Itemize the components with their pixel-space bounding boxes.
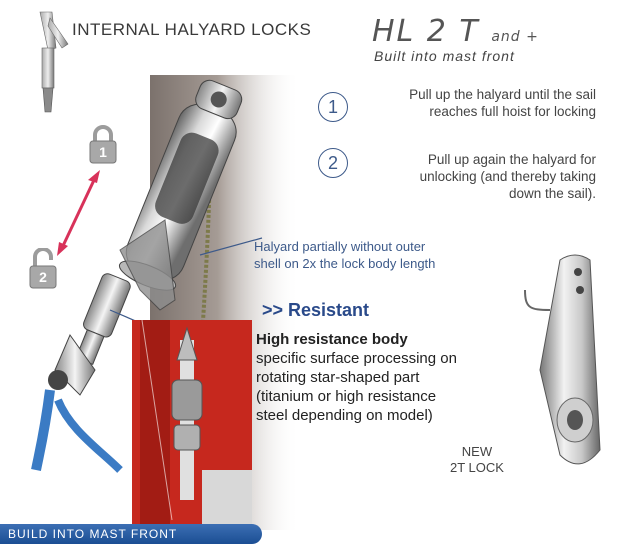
padlock-locked-icon: 1 — [88, 124, 118, 164]
lock-unlock-arrow — [57, 170, 100, 256]
padlock-label-2: 2 — [39, 269, 47, 285]
step-2-text: Pull up again the halyard for unlocking … — [420, 151, 596, 202]
footer-banner: BUILD INTO MAST FRONT — [0, 524, 262, 544]
product-subtitle: Built into mast front — [374, 48, 515, 64]
product-logo: HL 2 T and + Built into mast front — [372, 14, 612, 74]
resistant-line-1: specific surface processing on — [256, 350, 457, 367]
new-lock-line-1: NEW — [461, 444, 493, 459]
logo-suffix: and + — [491, 29, 539, 45]
step-2-line-3: down the sail). — [508, 186, 596, 201]
inset-photo — [132, 320, 252, 525]
new-2t-lock-illustration — [524, 254, 601, 465]
step-2-line-2: unlocking (and thereby taking — [419, 169, 596, 184]
new-lock-caption: NEW 2T LOCK — [450, 444, 504, 476]
resistant-line-2: rotating star-shaped part — [256, 369, 420, 386]
page-title: INTERNAL HALYARD LOCKS — [72, 20, 312, 39]
resistant-description: High resistance body specific surface pr… — [256, 330, 496, 425]
halyard-lock-tool-illustration — [39, 11, 69, 113]
halyard-note-line-2: shell on 2x the lock body length — [254, 256, 436, 271]
resistant-title: >> Resistant — [262, 300, 370, 320]
logo-main: HL 2 T — [372, 14, 480, 49]
step-1-line-2: reaches full hoist for locking — [429, 104, 596, 119]
step-1-line-1: Pull up the halyard until the sail — [409, 87, 596, 102]
padlock-unlocked-icon: 2 — [28, 248, 58, 290]
padlock-label-1: 1 — [99, 144, 107, 160]
step-2-number: 2 — [318, 148, 348, 178]
step-1-number: 1 — [318, 92, 348, 122]
resistant-line-4: steel depending on model) — [256, 407, 433, 424]
halyard-note-line-1: Halyard partially without outer — [254, 239, 426, 254]
step-2-line-1: Pull up again the halyard for — [427, 152, 596, 167]
step-1-text: Pull up the halyard until the sail reach… — [409, 86, 596, 120]
resistant-line-3: (titanium or high resistance — [256, 388, 437, 405]
resistant-heading: High resistance body — [256, 331, 408, 348]
halyard-note: Halyard partially without outer shell on… — [254, 238, 435, 272]
new-lock-line-2: 2T LOCK — [450, 460, 504, 475]
